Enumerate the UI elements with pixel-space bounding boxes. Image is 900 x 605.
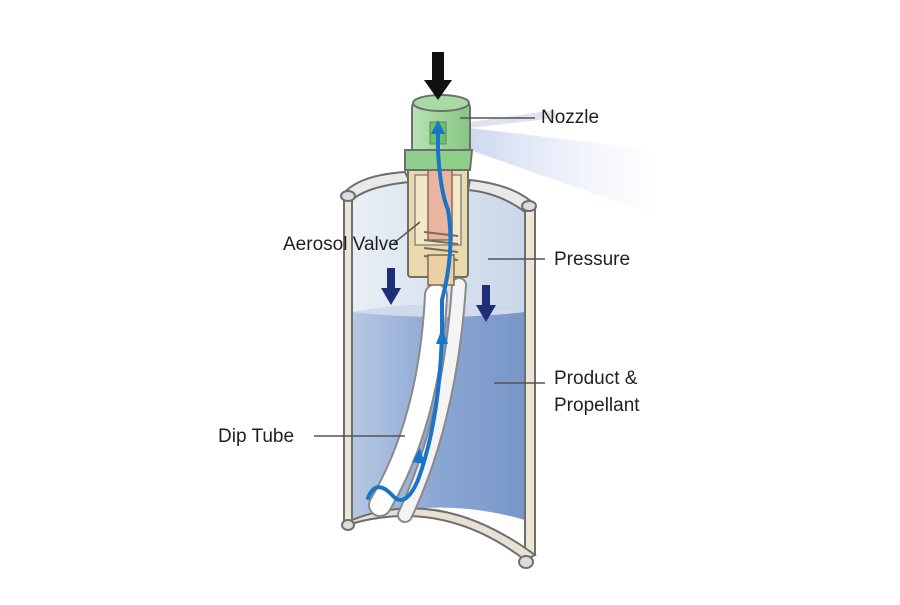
pressure-arrow-icon <box>381 268 401 305</box>
can-right-wall <box>524 198 536 562</box>
flow-arrow-lower <box>412 448 425 464</box>
can-base <box>343 507 537 562</box>
pressure-label: Pressure <box>554 249 631 270</box>
flow-arrow-tube <box>436 328 448 344</box>
product-label-line1: Product & <box>554 368 638 389</box>
product-flow-path <box>366 126 453 502</box>
leader-lines <box>314 117 545 437</box>
leader-valve <box>393 221 421 244</box>
flow-arrow-nozzle <box>431 120 445 134</box>
product-label-line2: Propellant <box>554 395 640 416</box>
product-propellant-label: Product & Propellant <box>554 365 640 419</box>
valve-spring <box>423 231 459 261</box>
aerosol-valve-label: Aerosol Valve <box>283 234 399 255</box>
dip-tube-label: Dip Tube <box>218 426 295 447</box>
spray-plume <box>470 110 655 215</box>
dip-tube <box>368 277 467 523</box>
nozzle-label: Nozzle <box>541 107 600 128</box>
pressure-arrow-icon <box>476 285 496 322</box>
press-down-arrow-icon <box>424 52 452 100</box>
nozzle <box>404 94 474 171</box>
